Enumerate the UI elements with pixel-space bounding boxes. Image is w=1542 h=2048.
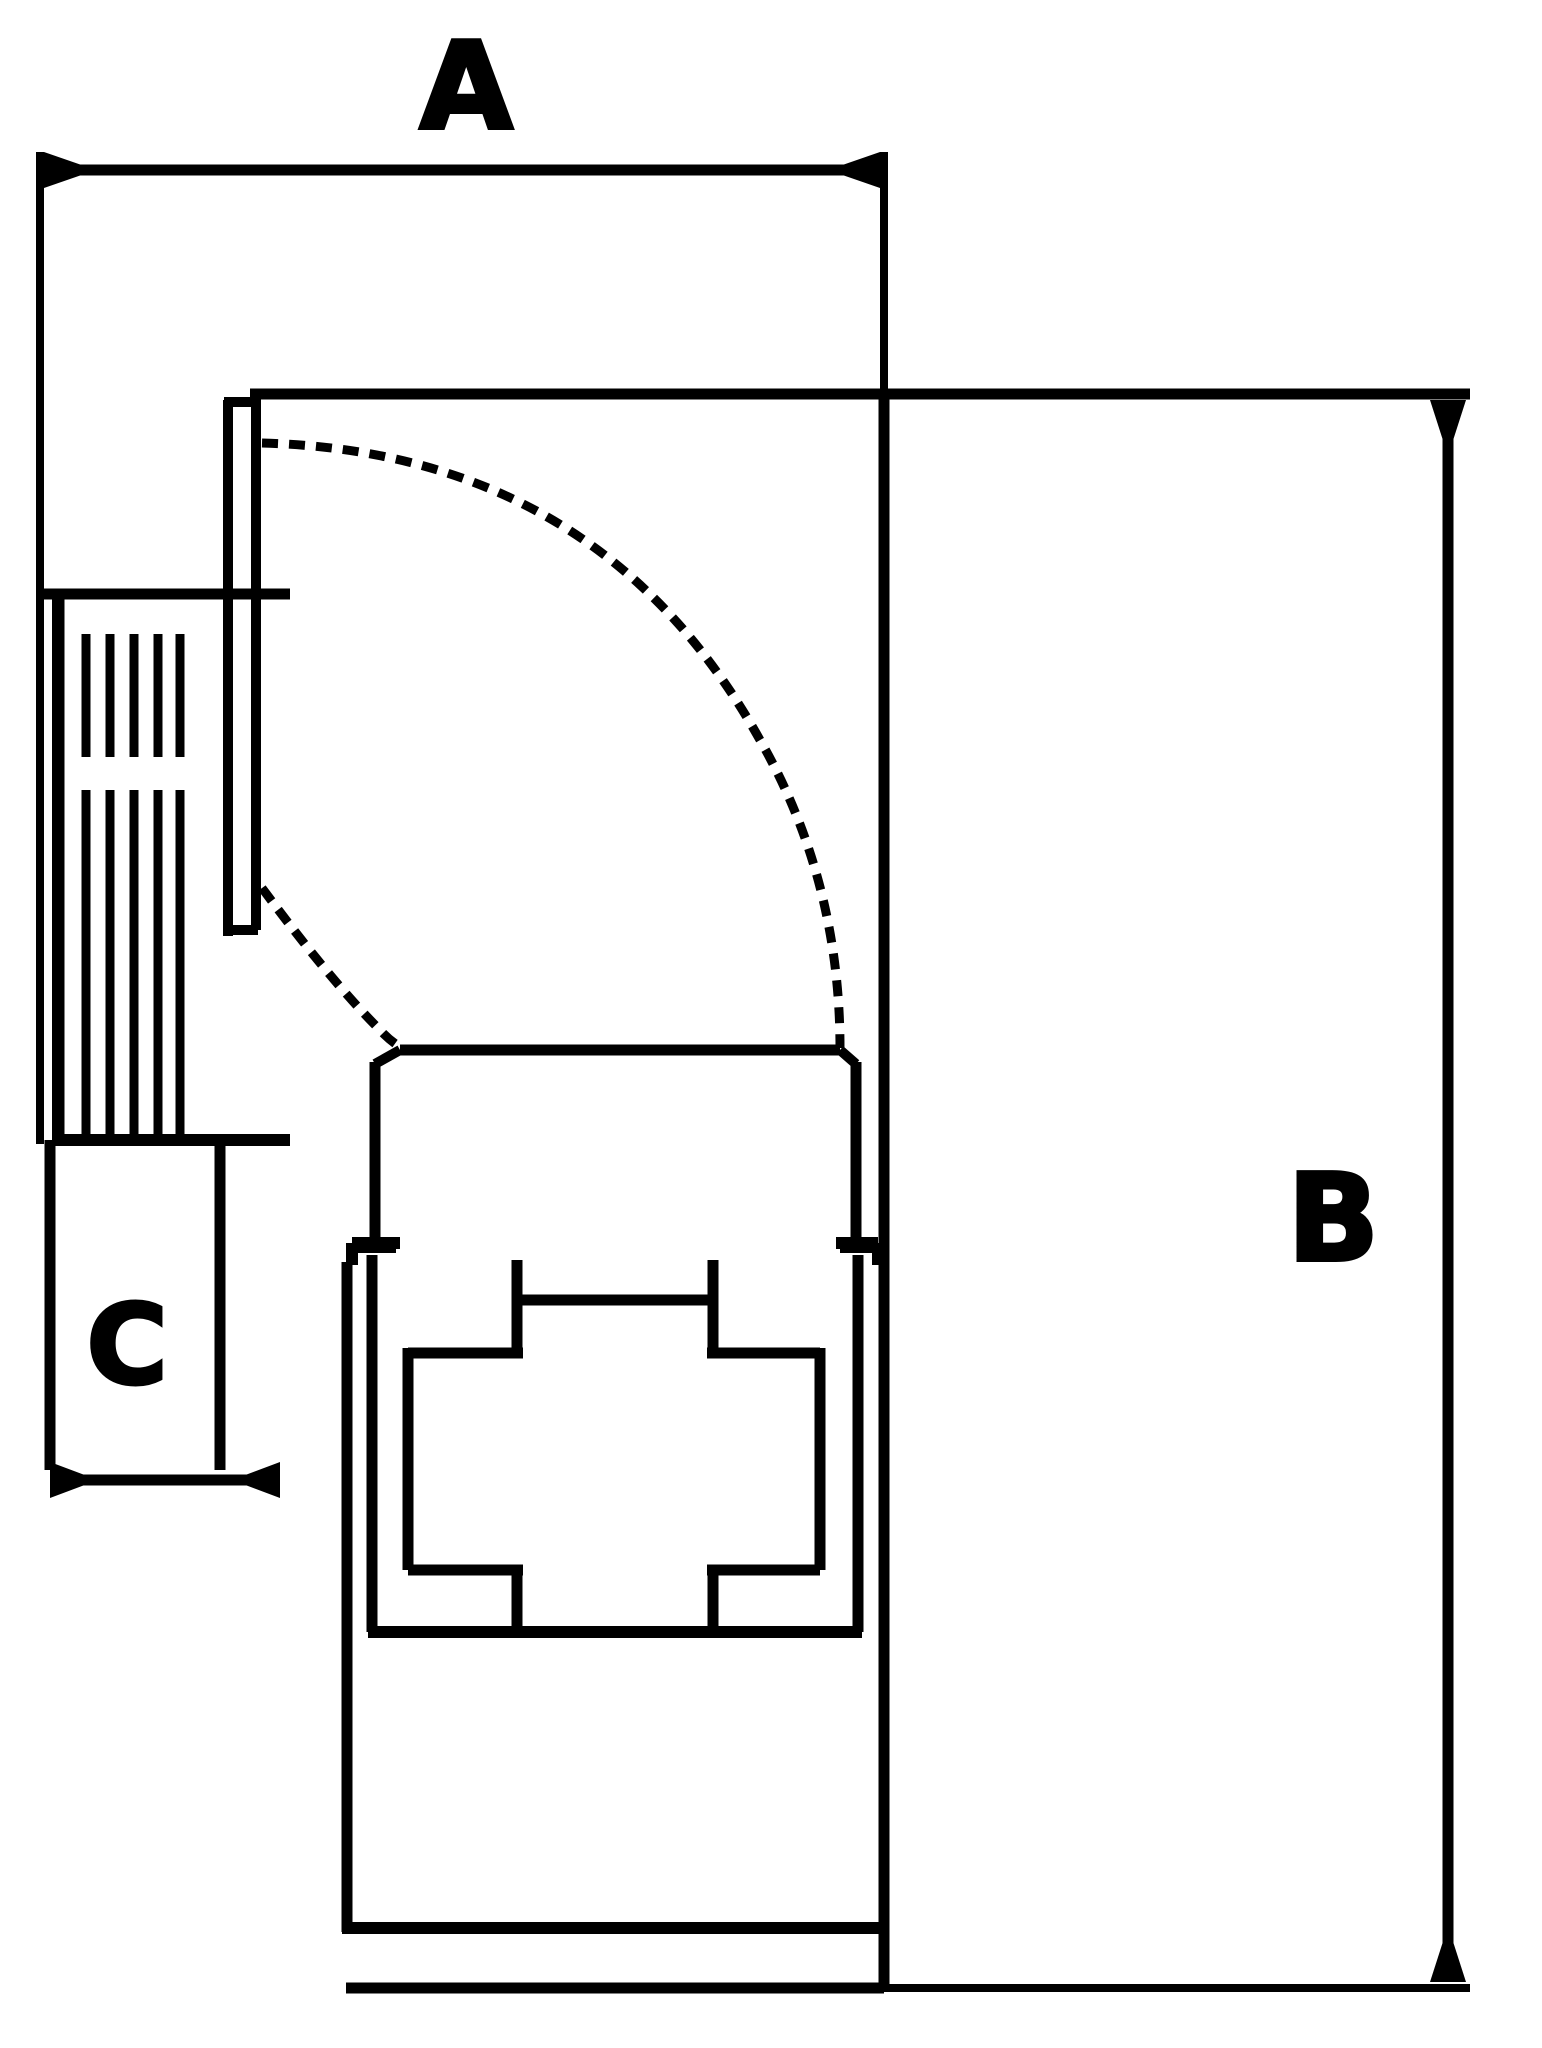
dimension-label-b: B	[1285, 1150, 1380, 1289]
arrow-head-right	[232, 1462, 280, 1498]
drawing-geometry	[36, 152, 1470, 1994]
dimension-a	[36, 152, 888, 610]
outlet-throat	[402, 1294, 826, 1637]
arrow-head-right	[828, 152, 880, 188]
arrow-head-bottom	[1430, 1926, 1466, 1982]
louvered-inlet-body	[36, 588, 290, 1146]
arrow-head-left	[50, 1462, 98, 1498]
dimension-label-a: A	[418, 18, 515, 157]
outlet-body	[369, 1044, 862, 1243]
dimension-c	[50, 1462, 280, 1498]
elbow-bend-arc	[258, 438, 845, 1054]
dimension-label-c: C	[85, 1281, 170, 1409]
inlet-lower-skirt	[44, 1140, 226, 1470]
arrow-head-top	[1430, 400, 1466, 456]
arrow-head-left	[44, 152, 96, 188]
